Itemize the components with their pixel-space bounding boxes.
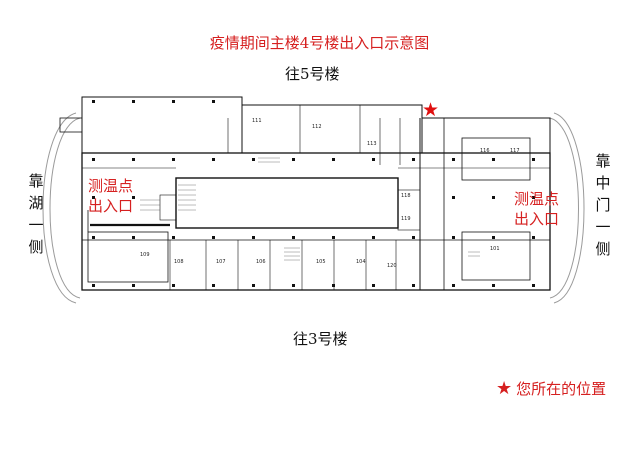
room-104: 104 — [356, 259, 366, 265]
room-112: 112 — [312, 124, 322, 130]
page-title: 疫情期间主楼4号楼出入口示意图 — [209, 34, 430, 52]
current-location-star-icon: ★ — [422, 99, 440, 121]
direction-east-label: 靠中门一侧 — [595, 152, 611, 258]
checkpoint-left: 测温点 出入口 — [88, 176, 133, 216]
checkpoint-right: 测温点 出入口 — [514, 189, 559, 229]
room-120: 120 — [387, 263, 397, 269]
checkpoint-right-temp-label: 测温点 — [514, 190, 560, 208]
direction-west-label: 靠湖一侧 — [28, 172, 44, 256]
room-101: 101 — [490, 246, 500, 252]
building-walls — [59, 96, 551, 291]
checkpoint-left-temp-label: 测温点 — [88, 177, 134, 195]
room-labels: 111 112 113 116 117 118 119 120 101 104 … — [140, 118, 520, 269]
checkpoint-right-entrance-label: 出入口 — [514, 210, 560, 228]
room-117: 117 — [510, 148, 520, 154]
direction-north-label: 往5号楼 — [285, 65, 340, 83]
room-106: 106 — [256, 259, 266, 265]
room-109: 109 — [140, 252, 150, 258]
legend: ★ 您所在的位置 — [496, 378, 606, 399]
stair-hatching — [140, 157, 480, 261]
room-108: 108 — [174, 259, 184, 265]
room-107: 107 — [216, 259, 226, 265]
room-116: 116 — [480, 148, 490, 154]
outer-ring — [42, 112, 585, 304]
checkpoint-left-entrance-label: 出入口 — [88, 197, 134, 215]
star-icon: ★ — [496, 378, 513, 399]
columns — [92, 100, 535, 287]
direction-south-label: 往3号楼 — [293, 330, 348, 348]
room-118: 118 — [401, 193, 411, 199]
legend-label: 您所在的位置 — [516, 380, 607, 398]
room-105: 105 — [316, 259, 326, 265]
room-119: 119 — [401, 216, 411, 222]
room-111: 111 — [252, 118, 262, 124]
room-113: 113 — [367, 141, 377, 147]
